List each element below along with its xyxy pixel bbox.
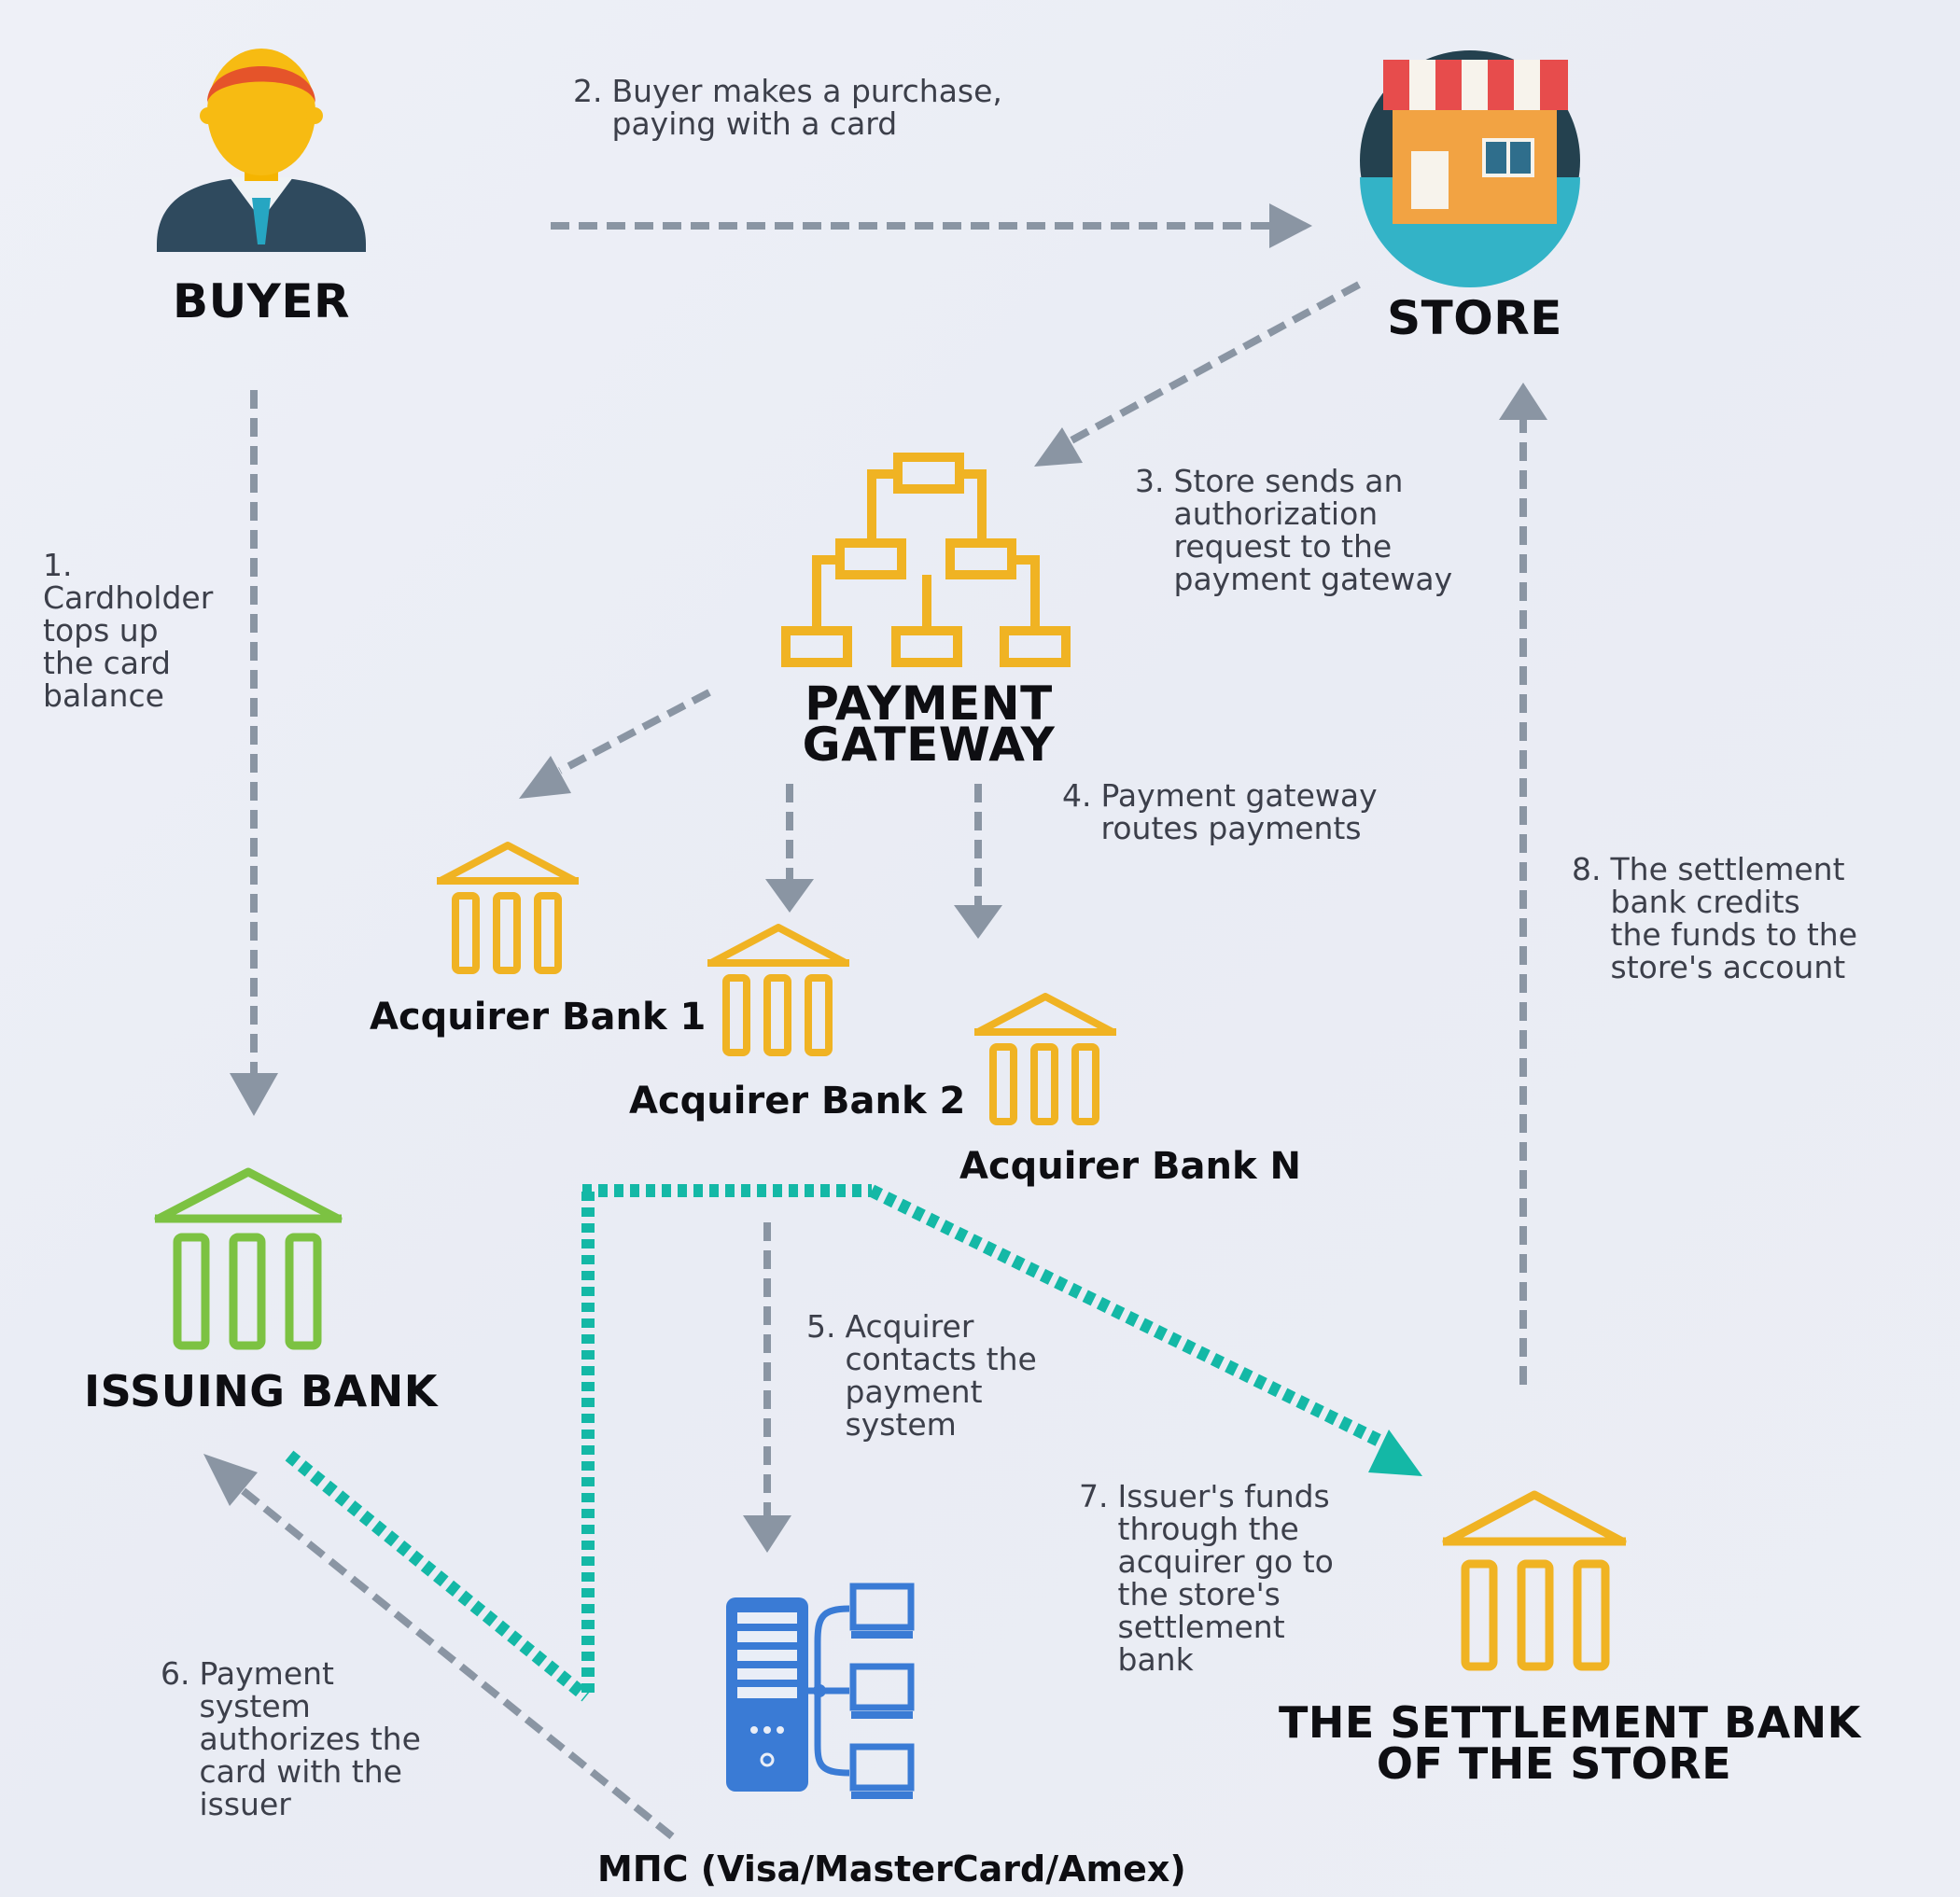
step-7-line-6: bank [1117,1641,1194,1678]
step-8-line-2: bank credits [1610,884,1800,920]
step-3-line-2: authorization [1173,495,1379,532]
step-8-line-3: the funds to the [1610,916,1858,953]
settlement-bank-label: THE SETTLEMENT BANK OF THE STORE [1279,1697,1861,1789]
step-5-line-1: Acquirer [845,1308,974,1345]
step-1-line-2: tops up [43,612,159,649]
acquirer-bank-2-icon [707,924,849,1056]
acquirer-bank-1-icon [437,842,579,974]
issuing-bank-label: ISSUING BANK [84,1366,438,1416]
step-6-number: 6. [161,1655,190,1692]
arrow-payment-system-to-issuing-bank [203,1454,675,1840]
issuing-bank-icon [154,1167,343,1350]
step-1-line-3: the card [43,645,171,681]
step-4-line-2: routes payments [1100,810,1362,846]
step-6-line-5: issuer [199,1786,291,1822]
network-hierarchy-icon [781,453,1071,667]
step-5-text: 5. Acquirer contacts the payment system [806,1310,1037,1441]
step-6-line-2: system [199,1688,311,1724]
payment-system-label: МПС (Visa/MasterCard/Amex) [597,1848,1186,1890]
step-8-line-4: store's account [1610,949,1846,985]
arrow-buyer-to-issuing-bank [230,390,278,1116]
step-7-line-3: acquirer go to [1117,1543,1334,1580]
step-5-number: 5. [806,1308,836,1345]
arrow-gateway-to-acquirer-n [954,784,1002,939]
step-4-text: 4. Payment gateway routes payments [1062,779,1378,844]
payment-gateway-label-line-2: GATEWAY [802,718,1056,772]
settlement-bank-label-line-1: THE SETTLEMENT BANK [1279,1697,1861,1748]
store-label: STORE [1387,291,1562,345]
storefront-icon [1360,50,1580,287]
step-3-line-3: request to the [1173,528,1393,565]
step-3-line-4: payment gateway [1173,561,1453,597]
acquirer-bank-n-icon [974,993,1116,1125]
acquirer-bank-1-label: Acquirer Bank 1 [370,996,707,1039]
step-4-line-1: Payment gateway [1100,777,1378,814]
arrow-buyer-to-store [551,203,1312,248]
server-network-icon [726,1583,915,1799]
payment-gateway-label-line-1: PAYMENT [805,677,1053,731]
step-3-text: 3. Store sends an authorization request … [1135,465,1452,595]
step-7-number: 7. [1079,1478,1109,1514]
step-6-text: 6. Payment system authorizes the card wi… [161,1657,421,1820]
step-2-text: 2. Buyer makes a purchase, paying with a… [573,75,1002,140]
arrow-store-to-gateway [1034,281,1361,467]
step-1-text: 1. Cardholder tops up the card balance [43,549,213,712]
settlement-bank-label-line-2: OF THE STORE [1376,1738,1732,1789]
step-7-line-1: Issuer's funds [1117,1478,1330,1514]
arrow-acquirer-to-payment-system [743,1222,791,1553]
step-3-number: 3. [1135,463,1165,499]
step-2-number: 2. [573,73,603,109]
step-2-line-1: Buyer makes a purchase, [611,73,1002,109]
businessman-icon [157,49,366,252]
step-3-line-1: Store sends an [1173,463,1404,499]
step-2-line-2: paying with a card [611,105,898,142]
payment-gateway-label: PAYMENT GATEWAY [784,677,1073,772]
step-6-line-3: authorizes the [199,1721,421,1757]
acquirer-bank-n-label: Acquirer Bank N [959,1145,1301,1188]
step-1-line-4: balance [43,677,164,714]
step-5-line-2: contacts the [845,1341,1037,1377]
step-7-line-2: through the [1117,1511,1299,1547]
step-7-line-5: settlement [1117,1609,1285,1645]
step-1-number: 1. [43,547,73,583]
settlement-bank-icon [1442,1490,1627,1671]
step-7-text: 7. Issuer's funds through the acquirer g… [1079,1480,1334,1676]
arrow-gateway-to-acquirer-1 [519,689,711,799]
step-8-line-1: The settlement [1610,851,1845,887]
money-flow-arrowhead [1368,1430,1422,1476]
step-4-number: 4. [1062,777,1092,814]
step-6-line-4: card with the [199,1753,402,1790]
step-1-line-1: Cardholder [43,579,214,616]
step-8-text: 8. The settlement bank credits the funds… [1572,853,1857,983]
step-5-line-4: system [845,1406,957,1443]
step-6-line-1: Payment [199,1655,334,1692]
buyer-label: BUYER [172,274,351,328]
acquirer-bank-2-label: Acquirer Bank 2 [629,1080,966,1123]
money-flow-path [285,1184,1422,1702]
arrow-gateway-to-acquirer-2 [765,784,814,913]
step-5-line-3: payment [845,1374,983,1410]
step-7-line-4: the store's [1117,1576,1281,1612]
step-8-number: 8. [1572,851,1602,887]
arrow-settlement-bank-to-store [1499,383,1547,1385]
